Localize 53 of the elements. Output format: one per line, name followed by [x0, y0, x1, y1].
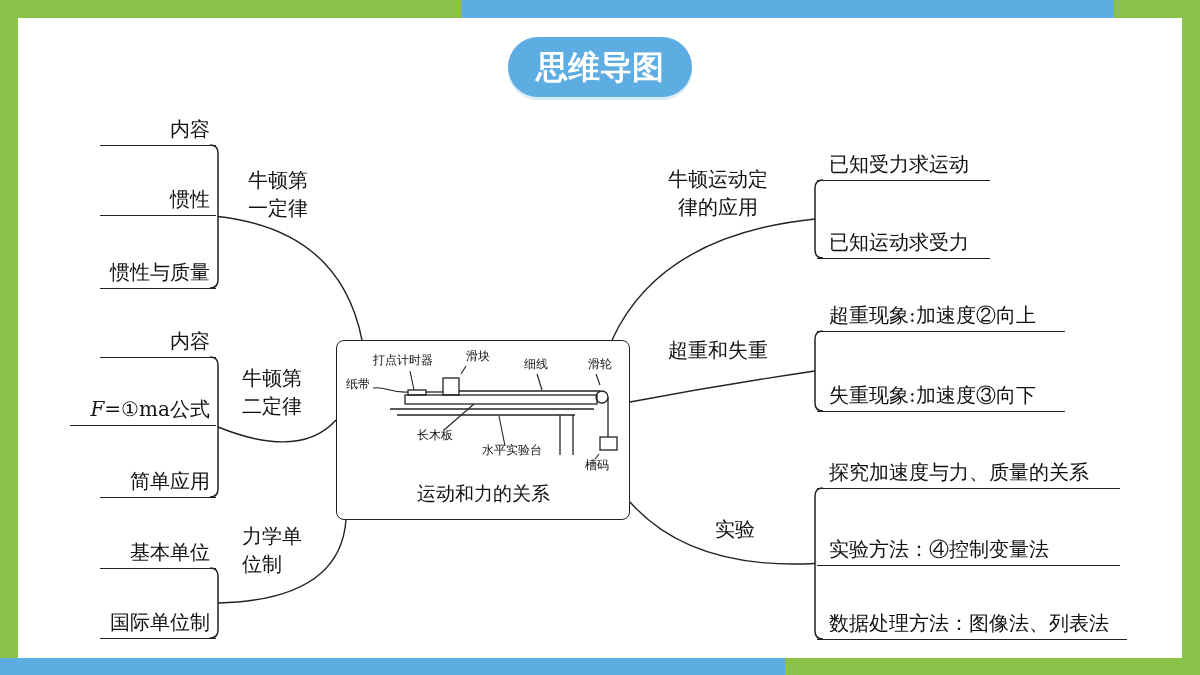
branch-curve [629, 370, 816, 403]
leader-line [443, 403, 475, 431]
branch-item: 探究加速度与力、质量的关系 [817, 459, 1120, 489]
bracket [209, 144, 219, 289]
bracket [814, 179, 824, 259]
branch-label: 牛顿运动定律的应用 [667, 166, 769, 221]
branch-item: 惯性与质量 [100, 259, 216, 289]
branch-curve [217, 419, 337, 443]
part-label: 槽码 [585, 458, 609, 472]
title-pill: 思维导图 [508, 37, 692, 97]
leader-line [460, 365, 467, 375]
center-box [336, 340, 630, 520]
branch-label: 超重和失重 [668, 337, 769, 364]
branch-item: 超重现象:加速度②向上 [817, 302, 1065, 332]
branch-item: 已知受力求运动 [817, 151, 990, 181]
branch-item: 简单应用 [100, 468, 216, 498]
bracket [814, 487, 824, 640]
leader-line [594, 453, 600, 460]
apparatus-drawing [390, 376, 618, 456]
branch-item: 惯性 [100, 186, 216, 216]
branch-curve [217, 519, 347, 604]
part-label: 纸带 [346, 377, 370, 391]
leader-line [536, 373, 543, 391]
part-label: 滑轮 [588, 357, 612, 371]
leader-line [595, 373, 601, 386]
bracket [209, 356, 219, 498]
part-label: 打点计时器 [373, 353, 433, 367]
branch-item: 内容 [100, 116, 216, 146]
part-label: 长木板 [417, 428, 453, 442]
bracket [209, 567, 219, 639]
branch-item: 数据处理方法：图像法、列表法 [817, 610, 1127, 640]
branch-label: 牛顿第二定律 [242, 365, 303, 420]
branch-label: 实验 [715, 516, 756, 543]
leader-line [498, 415, 506, 447]
branch-item: 国际单位制 [100, 609, 216, 639]
branch-item: 已知运动求受力 [817, 229, 990, 259]
branch-label: 力学单位制 [242, 523, 303, 578]
branch-item: 实验方法：④控制变量法 [817, 536, 1120, 566]
branch-label: 牛顿第一定律 [248, 167, 309, 222]
branch-item: F=①ma公式 [70, 396, 216, 426]
branch-item: 基本单位 [100, 539, 216, 569]
leader-line [372, 387, 409, 393]
part-label: 水平实验台 [482, 443, 542, 457]
branch-item: 失重现象:加速度③向下 [817, 382, 1065, 412]
branch-curve [629, 501, 816, 565]
box-title: 运动和力的关系 [415, 481, 551, 506]
part-label: 细线 [524, 357, 548, 371]
bracket [814, 330, 824, 412]
branch-curve [611, 218, 816, 341]
leader-line [409, 370, 415, 391]
branch-curve [217, 215, 363, 341]
part-label: 滑块 [466, 349, 490, 363]
branch-item: 内容 [100, 328, 216, 358]
